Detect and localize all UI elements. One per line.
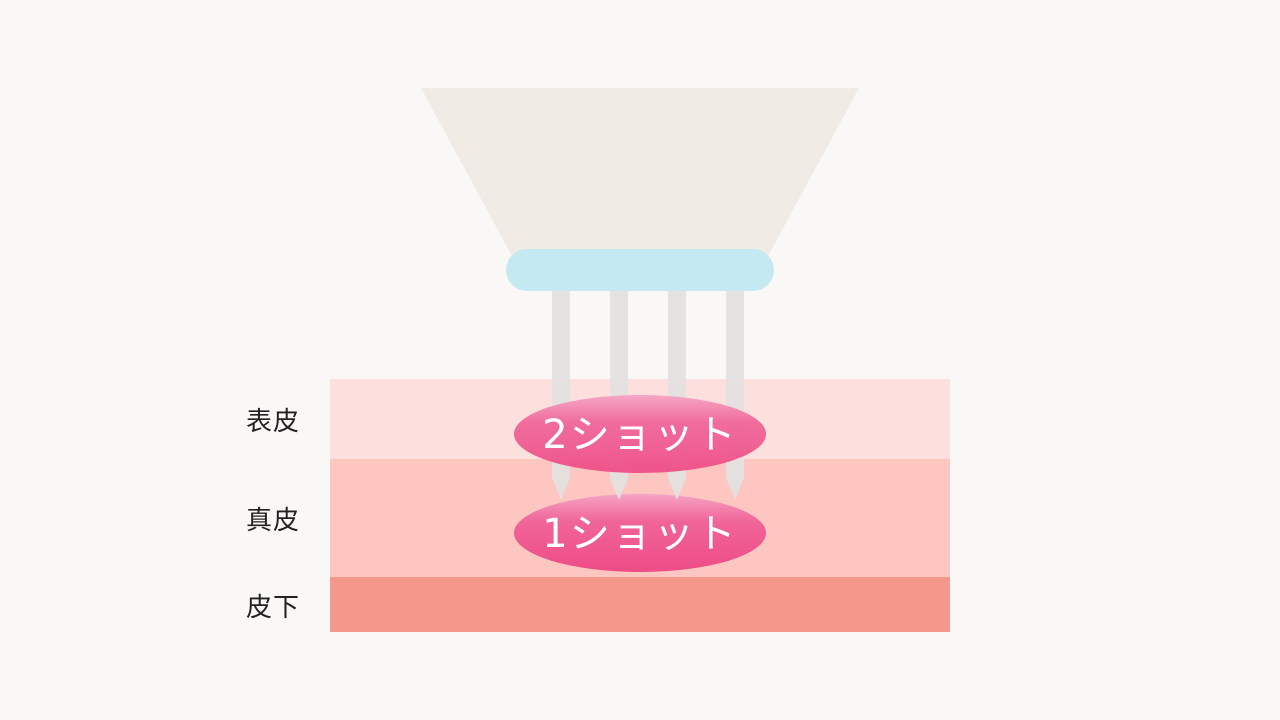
needle-4 — [726, 290, 744, 500]
layer-label-subcutis: 皮下 — [246, 593, 301, 623]
device-head — [421, 88, 859, 258]
layer-label-dermis: 真皮 — [246, 506, 301, 536]
needle-1 — [552, 290, 570, 500]
layer-subcutis — [330, 577, 950, 632]
shot-2-ellipse — [514, 395, 766, 473]
layer-label-epidermis: 表皮 — [246, 407, 301, 437]
shot-1-ellipse — [514, 494, 766, 572]
shot-2-label: 2ショット — [542, 412, 737, 458]
shot-1-label: 1ショット — [542, 511, 737, 557]
needle-plate — [506, 249, 774, 291]
